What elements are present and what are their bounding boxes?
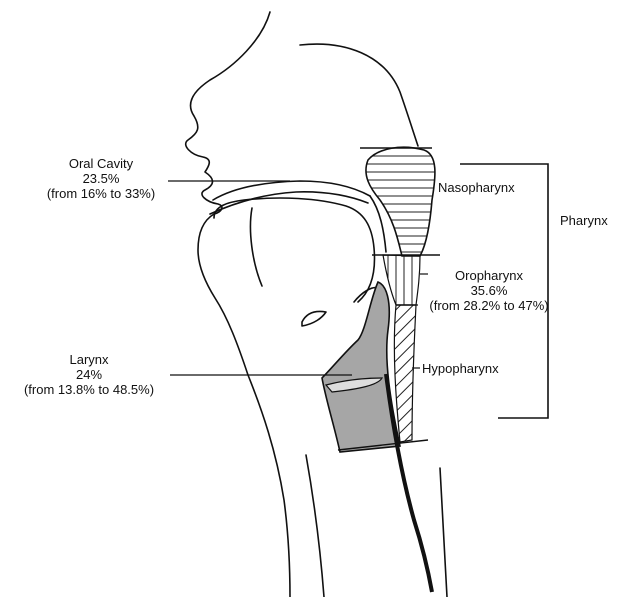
hypopharynx-label: Hypopharynx [422, 361, 499, 376]
hypopharynx-region [394, 305, 416, 442]
oral-cavity-range: (from 16% to 33%) [36, 186, 166, 201]
tongue [214, 198, 374, 302]
oropharynx-value: 35.6% [420, 283, 558, 298]
oral-cavity-value: 23.5% [36, 171, 166, 186]
hyoid [302, 311, 326, 326]
oral-cavity-name: Oral Cavity [36, 156, 166, 171]
palate-lower [210, 192, 368, 214]
oropharynx-range: (from 28.2% to 47%) [420, 298, 558, 313]
larynx-region [322, 282, 400, 452]
head-top [300, 44, 418, 146]
nasopharynx-label: Nasopharynx [438, 180, 515, 195]
larynx-name: Larynx [14, 352, 164, 367]
oropharynx-name: Oropharynx [420, 268, 558, 283]
larynx-range: (from 13.8% to 48.5%) [14, 382, 164, 397]
nasopharynx-region [366, 147, 435, 256]
face-profile [186, 12, 290, 597]
larynx-label: Larynx 24% (from 13.8% to 48.5%) [14, 352, 164, 397]
oropharynx-label: Oropharynx 35.6% (from 28.2% to 47%) [420, 268, 558, 313]
oral-cavity-label: Oral Cavity 23.5% (from 16% to 33%) [36, 156, 166, 201]
pharynx-label: Pharynx [560, 213, 608, 228]
neck-back-line [440, 468, 447, 597]
neck-front-line [306, 455, 324, 597]
larynx-value: 24% [14, 367, 164, 382]
jaw-line [250, 208, 262, 286]
